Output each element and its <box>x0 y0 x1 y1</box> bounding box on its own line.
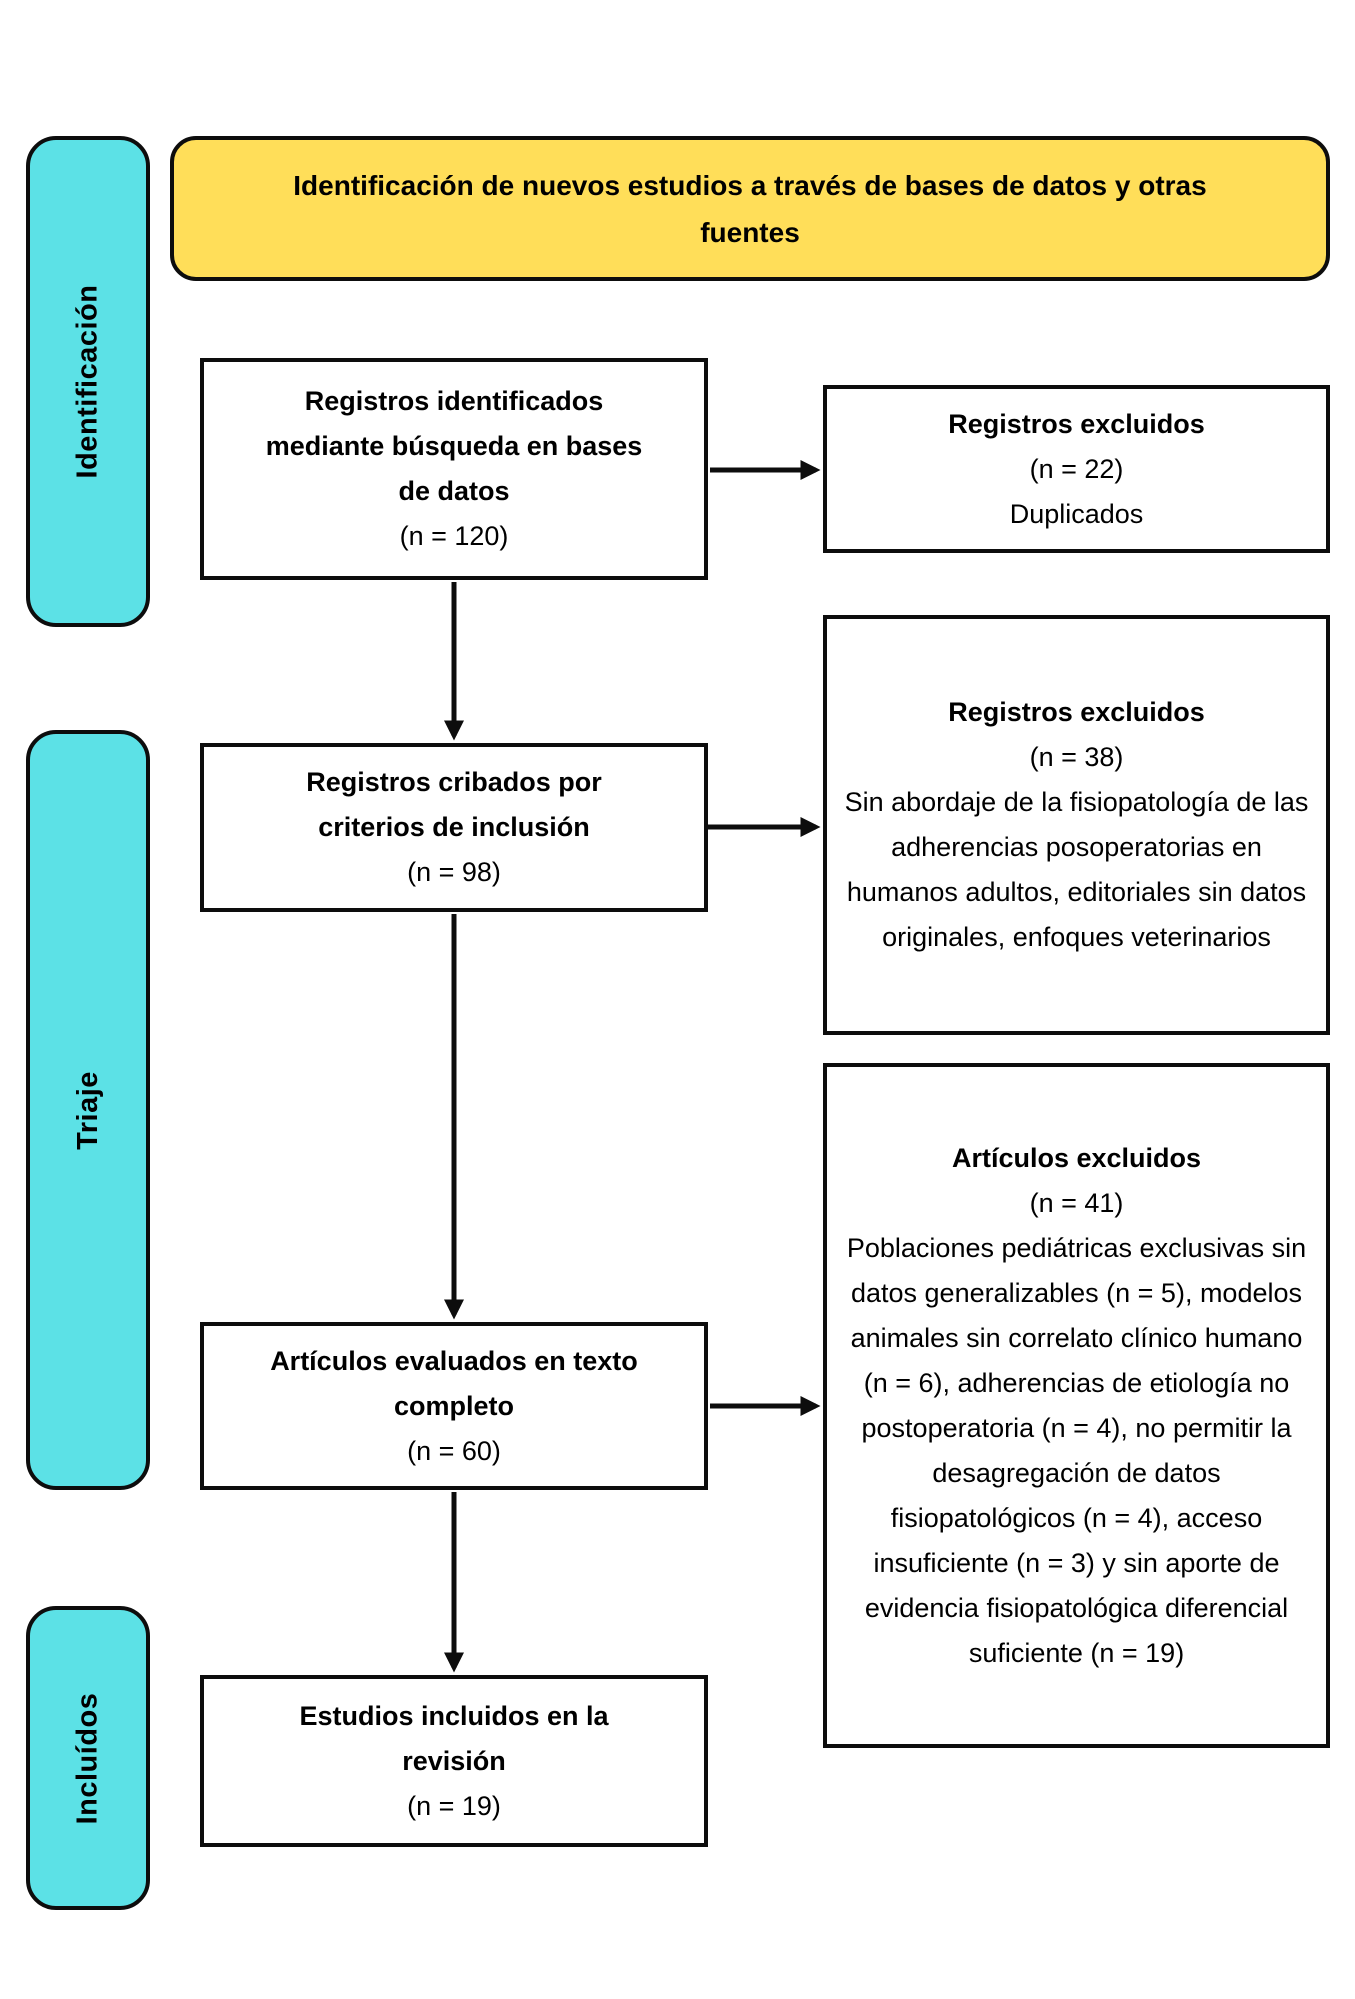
stage-bar-incluidos: Incluídos <box>26 1606 150 1910</box>
exclusion-box-duplicados: Registros excluidos (n = 22) Duplicados <box>823 385 1330 553</box>
exclusion-box-heading: Registros excluidos <box>948 697 1205 727</box>
flow-box-registros-cribados: Registros cribados por criterios de incl… <box>200 743 708 912</box>
exclusion-box-articulos-excluidos: Artículos excluidos (n = 41) Poblaciones… <box>823 1063 1330 1748</box>
exclusion-box-heading: Artículos excluidos <box>951 1142 1202 1173</box>
exclusion-box-count: (n = 41) <box>1029 1187 1124 1218</box>
exclusion-box-count: (n = 38) <box>1029 742 1124 772</box>
stage-label-triaje: Triaje <box>71 1070 104 1150</box>
flow-box-heading: Artículos evaluados en texto completo <box>270 1345 638 1421</box>
stage-label-identificacion: Identificación <box>71 284 104 479</box>
stage-bar-triaje: Triaje <box>26 730 150 1490</box>
flow-box-articulos-evaluados: Artículos evaluados en texto completo (n… <box>200 1322 708 1490</box>
flow-box-count: (n = 98) <box>407 857 501 887</box>
exclusion-box-heading: Registros excluidos <box>948 408 1205 439</box>
stage-bar-identificacion: Identificación <box>26 136 150 627</box>
diagram-title-banner: Identificación de nuevos estudios a trav… <box>170 136 1330 281</box>
exclusion-box-reason: Sin abordaje de la fisiopatología de las… <box>844 787 1309 952</box>
stage-label-incluidos: Incluídos <box>71 1692 104 1824</box>
flow-box-count: (n = 120) <box>399 521 509 551</box>
flow-box-count: (n = 60) <box>407 1435 501 1466</box>
exclusion-box-registros-excluidos: Registros excluidos (n = 38) Sin abordaj… <box>823 615 1330 1035</box>
flow-box-heading: Estudios incluidos en la revisión <box>299 1700 609 1776</box>
flow-box-count: (n = 19) <box>407 1790 501 1821</box>
exclusion-box-count: (n = 22) <box>1029 453 1124 484</box>
flow-box-estudios-incluidos: Estudios incluidos en la revisión (n = 1… <box>200 1675 708 1847</box>
flow-box-registros-identificados: Registros identificados mediante búsqued… <box>200 358 708 580</box>
diagram-title: Identificación de nuevos estudios a trav… <box>293 169 1207 248</box>
exclusion-box-reason: Poblaciones pediátricas exclusivas sin d… <box>846 1232 1307 1668</box>
exclusion-box-reason: Duplicados <box>1009 498 1144 529</box>
flow-box-heading: Registros identificados mediante búsqued… <box>265 386 643 506</box>
flow-box-heading: Registros cribados por criterios de incl… <box>306 767 602 842</box>
